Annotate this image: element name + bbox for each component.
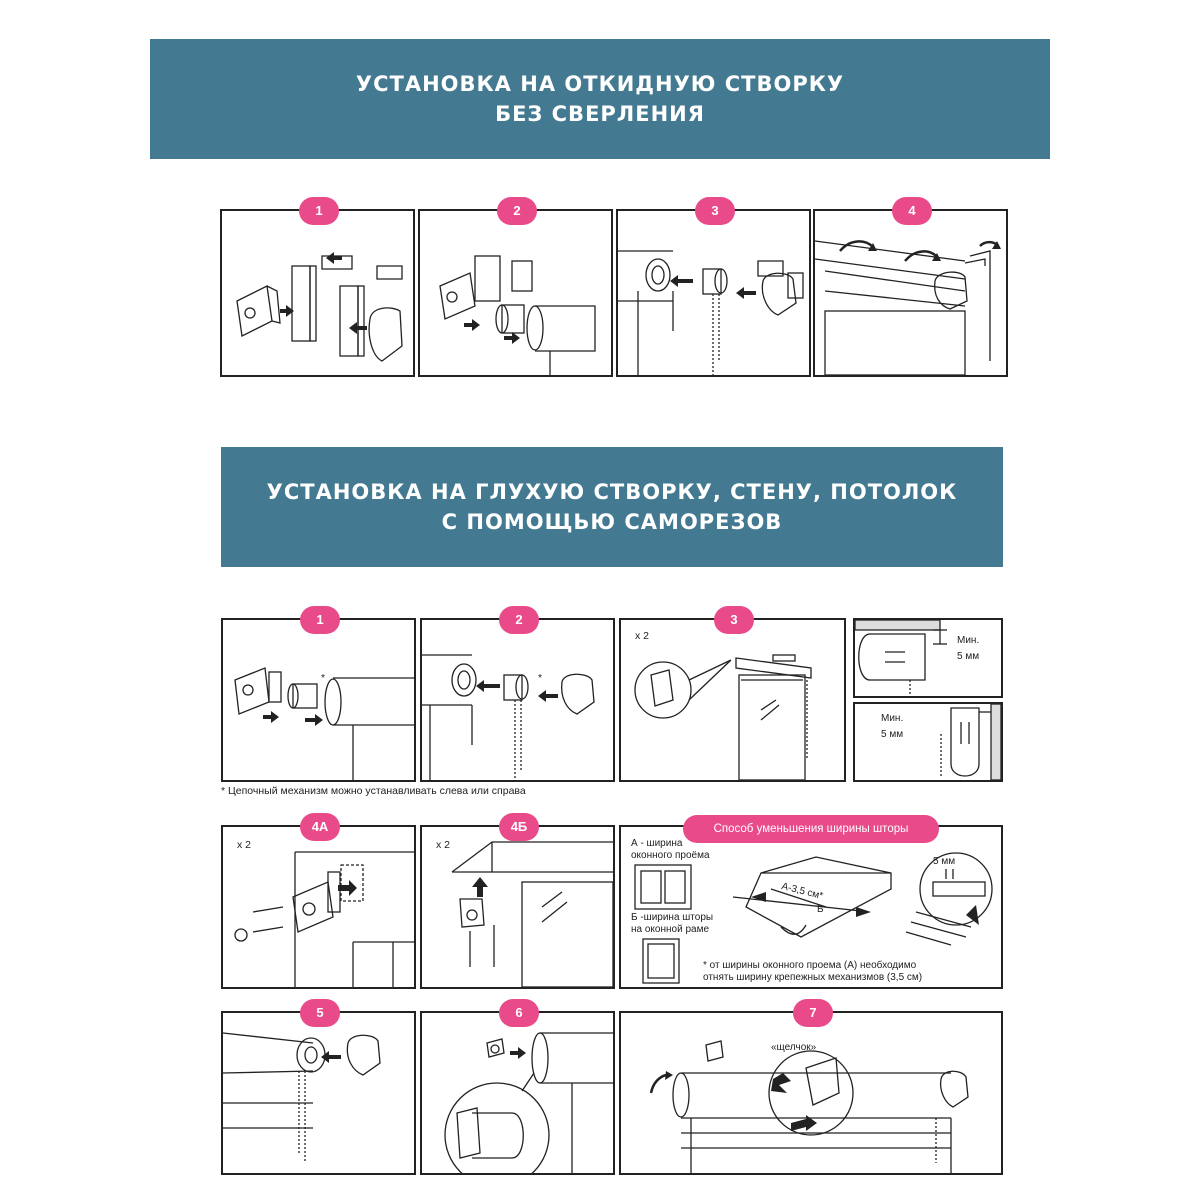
section1-title-line2: БЕЗ СВЕРЛЕНИЯ [495, 99, 705, 129]
s1-step3-panel: 3 [616, 209, 811, 377]
s2-min-top-label: Мин. [957, 634, 979, 647]
s2-step2-asterisk: * [538, 672, 542, 684]
s2-step5-badge: 5 [300, 999, 340, 1027]
section1-title-line1: УСТАНОВКА НА ОТКИДНУЮ СТВОРКУ [356, 69, 844, 99]
s2-step4a-badge: 4А [300, 813, 340, 841]
s2-step3-panel: x 2 3 [619, 618, 846, 782]
s1-step3-badge: 3 [695, 197, 735, 225]
s2-width-method-panel: Способ уменьшения ширины шторы А - ширин… [619, 825, 1003, 989]
s2-step4b-panel: x 2 4Б [420, 825, 615, 989]
s2-step7-illustration [621, 1013, 1001, 1173]
s1-step1-illustration [222, 211, 413, 375]
s2-step5-illustration [223, 1013, 414, 1173]
s2-a-width-line2: оконного проёма [631, 849, 710, 862]
s2-min-gap-bottom-panel: Мин. 5 мм [853, 702, 1003, 782]
section1-banner: УСТАНОВКА НА ОТКИДНУЮ СТВОРКУ БЕЗ СВЕРЛЕ… [150, 39, 1050, 159]
s2-step5-panel: 5 [221, 1011, 416, 1175]
s1-step1-panel: 1 [220, 209, 415, 377]
s1-step2-illustration [420, 211, 611, 375]
s2-step1-asterisk: * [321, 672, 325, 684]
s1-step4-panel: 4 [813, 209, 1008, 377]
s2-min-top-value: 5 мм [957, 650, 979, 663]
s2-min-gap-bottom-illustration [855, 704, 1001, 780]
s2-step7-badge: 7 [793, 999, 833, 1027]
s2-b-letter: Б [817, 903, 824, 916]
s2-subtract-note-line2: отнять ширину крепежных механизмов (3,5 … [703, 971, 922, 984]
s2-step4b-x2: x 2 [436, 839, 450, 851]
s2-step6-illustration [422, 1013, 613, 1173]
s2-step1-illustration [223, 620, 414, 780]
s2-step3-badge: 3 [714, 606, 754, 634]
s2-min-bottom-value: 5 мм [881, 728, 903, 741]
s1-step2-badge: 2 [497, 197, 537, 225]
s1-step3-illustration [618, 211, 809, 375]
s2-step4b-illustration [422, 827, 613, 987]
s2-step2-panel: * 2 [420, 618, 615, 782]
s2-min-bottom-label: Мин. [881, 712, 903, 725]
s2-min-gap-top-illustration [855, 620, 1001, 696]
s2-step4a-illustration [223, 827, 414, 987]
s2-step6-badge: 6 [499, 999, 539, 1027]
s2-step3-illustration [621, 620, 844, 780]
s2-b-width-line2: на оконной раме [631, 923, 709, 936]
s2-click-label: «щелчок» [771, 1041, 816, 1054]
s2-min-gap-top-panel: Мин. 5 мм [853, 618, 1003, 698]
s2-step2-badge: 2 [499, 606, 539, 634]
section2-title-line1: УСТАНОВКА НА ГЛУХУЮ СТВОРКУ, СТЕНУ, ПОТО… [267, 477, 958, 507]
s2-step1-badge: 1 [300, 606, 340, 634]
s2-step4b-badge: 4Б [499, 813, 539, 841]
s2-step1-panel: * 1 [221, 618, 416, 782]
s1-step1-badge: 1 [299, 197, 339, 225]
s2-chain-note: * Цепочный механизм можно устанавливать … [221, 785, 526, 797]
s2-step3-x2: x 2 [635, 630, 649, 642]
s1-step4-illustration [815, 211, 1006, 375]
s2-step2-illustration [422, 620, 613, 780]
s2-step7-panel: «щелчок» 7 [619, 1011, 1003, 1175]
section2-banner: УСТАНОВКА НА ГЛУХУЮ СТВОРКУ, СТЕНУ, ПОТО… [221, 447, 1003, 567]
s1-step4-badge: 4 [892, 197, 932, 225]
s2-width-method-pill: Способ уменьшения ширины шторы [683, 815, 939, 843]
s2-five-mm: 5 мм [933, 855, 955, 868]
s2-step4a-panel: x 2 4А [221, 825, 416, 989]
s1-step2-panel: 2 [418, 209, 613, 377]
section2-title-line2: С ПОМОЩЬЮ САМОРЕЗОВ [442, 507, 783, 537]
s2-step6-panel: 6 [420, 1011, 615, 1175]
s2-step4a-x2: x 2 [237, 839, 251, 851]
